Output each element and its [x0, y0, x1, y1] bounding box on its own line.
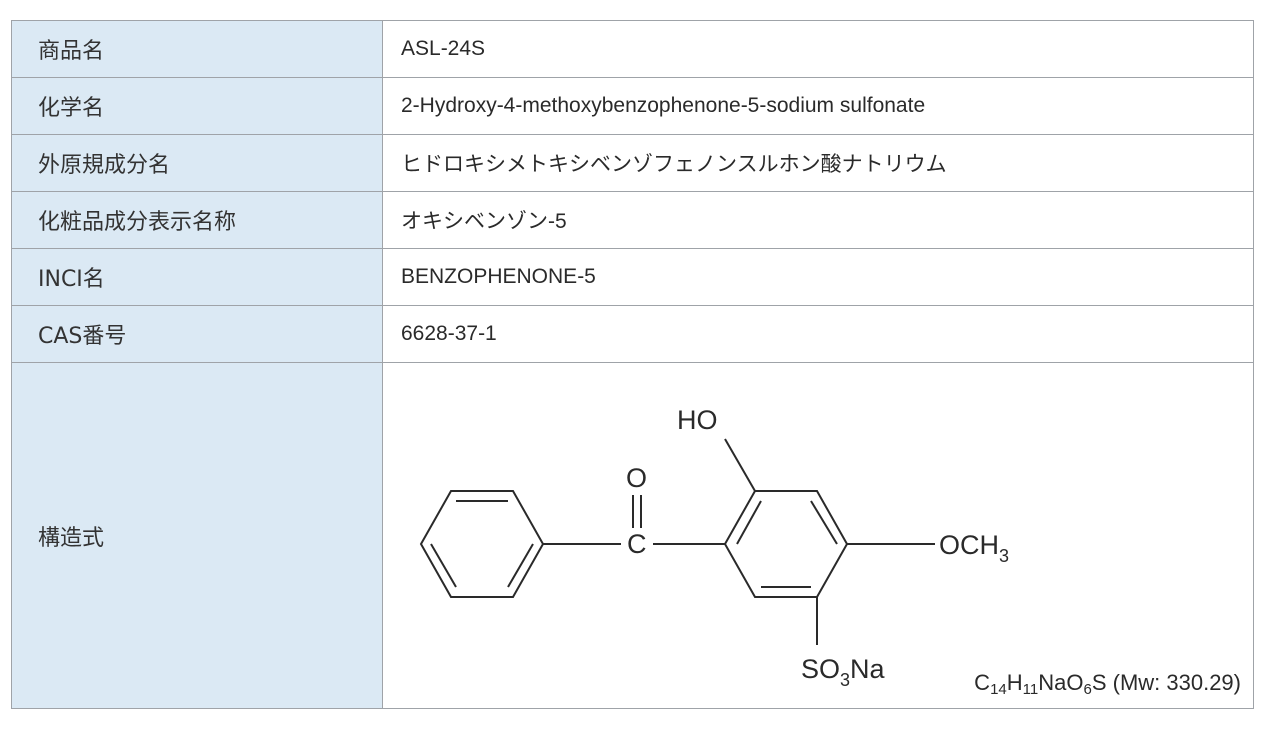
row-product-name: 商品名 ASL-24S: [11, 20, 1254, 78]
atom-methoxy-subscript: 3: [999, 546, 1009, 566]
formula-h-count: 11: [1022, 681, 1039, 698]
row-inci-name: INCI名 BENZOPHENONE-5: [11, 248, 1254, 306]
row-cosmetic-label-name: 化粧品成分表示名称 オキシベンゾン-5: [11, 191, 1254, 249]
formula-o-count: 6: [1083, 681, 1092, 698]
structure-cell: HO O C OCH3 SO3Na C14H11NaO6S (Mw: 330.2…: [382, 362, 1254, 709]
atom-methoxy: OCH: [939, 530, 999, 560]
formula-c-count: 14: [990, 681, 1007, 698]
value-cosmetic-label-name: オキシベンゾン-5: [382, 191, 1254, 249]
formula-h: H: [1006, 670, 1023, 695]
label-cosmetic-label-name: 化粧品成分表示名称: [11, 191, 383, 249]
label-chemical-name: 化学名: [11, 77, 383, 135]
row-structure: 構造式: [11, 362, 1254, 709]
row-cas-number: CAS番号 6628-37-1: [11, 305, 1254, 363]
atom-sulfonate-subscript: 3: [840, 670, 850, 690]
row-chemical-name: 化学名 2-Hydroxy-4-methoxybenzophenone-5-so…: [11, 77, 1254, 135]
label-ingredient-name: 外原規成分名: [11, 134, 383, 192]
atom-sulfonate-group: SO3Na: [801, 654, 886, 690]
formula-molecular-weight: (Mw: 330.29): [1106, 670, 1241, 695]
value-ingredient-name: ヒドロキシメトキシベンゾフェノンスルホン酸ナトリウム: [382, 134, 1254, 192]
label-cas-number: CAS番号: [11, 305, 383, 363]
atom-carbonyl-carbon: C: [627, 529, 647, 559]
label-inci-name: INCI名: [11, 248, 383, 306]
value-chemical-name: 2-Hydroxy-4-methoxybenzophenone-5-sodium…: [382, 77, 1254, 135]
atom-hydroxyl: HO: [677, 405, 718, 435]
formula-na-o: NaO: [1038, 670, 1084, 695]
value-inci-name: BENZOPHENONE-5: [382, 248, 1254, 306]
value-cas-number: 6628-37-1: [382, 305, 1254, 363]
atom-sodium: Na: [850, 654, 885, 684]
substituted-ring: [723, 490, 849, 598]
formula-c: C: [974, 670, 991, 695]
label-structure: 構造式: [11, 362, 383, 709]
formula-s: S: [1091, 670, 1107, 695]
atom-sulfonate: SO: [801, 654, 840, 684]
atom-methoxy-group: OCH3: [939, 530, 1009, 566]
label-product-name: 商品名: [11, 20, 383, 78]
atom-carbonyl-oxygen: O: [626, 463, 647, 493]
molecular-formula: C14H11NaO6S (Mw: 330.29): [974, 670, 1241, 698]
value-product-name: ASL-24S: [382, 20, 1254, 78]
bond-hydroxyl: [724, 438, 756, 492]
phenyl-ring: [419, 490, 545, 598]
structural-formula-diagram: HO O C OCH3 SO3Na: [419, 405, 1009, 690]
row-ingredient-name: 外原規成分名 ヒドロキシメトキシベンゾフェノンスルホン酸ナトリウム: [11, 134, 1254, 192]
product-spec-table: 商品名 ASL-24S 化学名 2-Hydroxy-4-methoxybenzo…: [11, 20, 1254, 709]
